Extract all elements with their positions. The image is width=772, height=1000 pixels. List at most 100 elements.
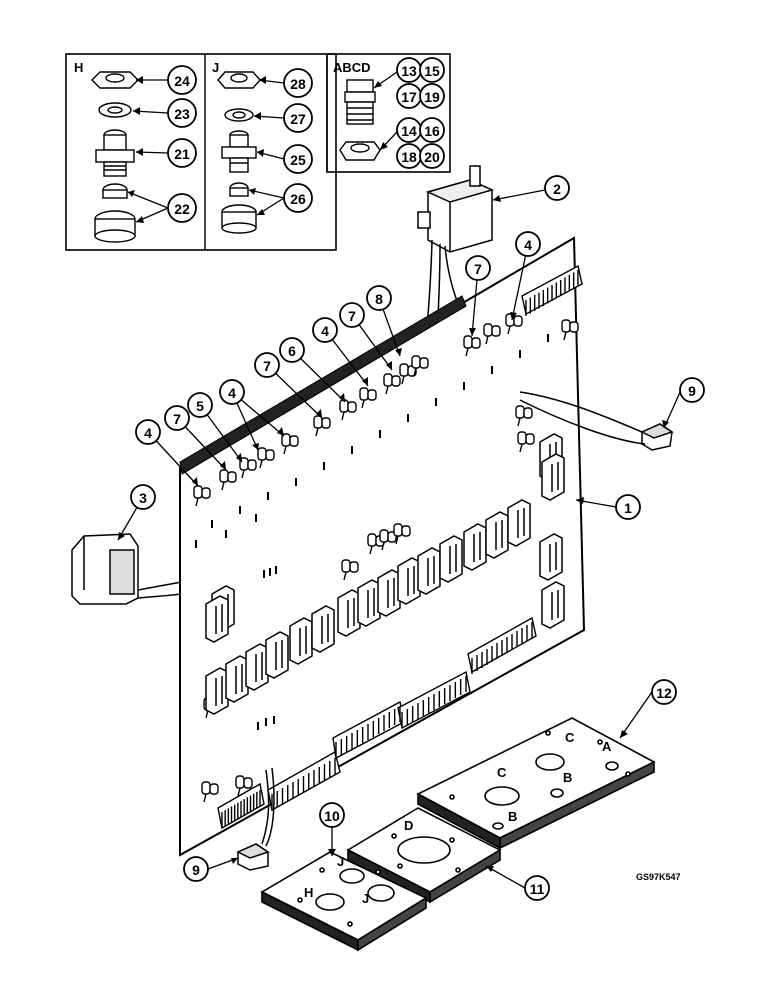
clip-part-lower [236, 767, 275, 871]
callout-c15: 15 [419, 57, 445, 83]
fuse-holder [377, 569, 401, 617]
callout-c10: 10 [319, 802, 345, 828]
callout-number: 15 [424, 63, 440, 79]
callout-number: 26 [290, 191, 306, 207]
panel-abcd-label: ABCD [333, 60, 371, 75]
hole-label-d: D [404, 818, 413, 833]
fuse-holder [397, 557, 421, 605]
callout-number: 4 [524, 237, 532, 253]
callout-c9a: 9 [679, 377, 705, 403]
callout-c28: 28 [283, 68, 313, 98]
callout-number: 24 [174, 73, 190, 89]
hole-label-a: A [602, 739, 612, 754]
fuse-holder [507, 499, 531, 547]
terminal-strip-pins [221, 270, 579, 828]
plate-hole-labels: A B B C C D J J H [304, 730, 612, 906]
fuse-holder [225, 655, 249, 703]
diode [257, 447, 275, 469]
callout-c22: 22 [167, 193, 197, 223]
callout-number: 17 [401, 89, 417, 105]
callout-c13: 13 [396, 57, 422, 83]
callout-number: 25 [290, 152, 306, 168]
callout-c1: 1 [615, 494, 641, 520]
callout-number: 7 [263, 358, 271, 374]
callout-number: 19 [424, 89, 440, 105]
callout-number: 27 [290, 111, 306, 127]
fuse-holder [463, 523, 487, 571]
callout-c7d: 7 [164, 405, 190, 431]
fuse-holder [337, 589, 361, 637]
callout-c17: 17 [396, 83, 422, 109]
callout-number: 11 [530, 881, 545, 897]
callout-c8: 8 [366, 285, 392, 311]
fuse-holder [311, 605, 335, 653]
callout-number: 5 [196, 398, 204, 414]
hole-label-b-upper: B [563, 770, 572, 785]
callout-c21: 21 [167, 138, 197, 168]
callout-c4b: 4 [312, 317, 338, 343]
callout-c7a: 7 [465, 255, 491, 281]
diode [201, 781, 219, 803]
callout-number: 1 [624, 500, 632, 516]
callout-c5: 5 [187, 392, 213, 418]
callout-c11: 11 [524, 875, 550, 901]
diode [193, 485, 211, 507]
gasket-plate-12 [416, 717, 656, 850]
diode-components [193, 313, 579, 803]
callout-c26: 26 [283, 183, 313, 213]
fuse-holder [485, 511, 509, 559]
fuse-holder [289, 617, 313, 665]
callout-c24: 24 [167, 65, 197, 95]
diode [561, 319, 579, 341]
callout-number: 4 [228, 385, 236, 401]
callout-number: 14 [401, 123, 417, 139]
j-fitting-parts [217, 71, 261, 234]
callout-c27: 27 [283, 103, 313, 133]
fuse-holder [539, 533, 563, 581]
drawing-code: GS97K547 [636, 872, 681, 882]
callout-c14: 14 [396, 117, 422, 143]
callout-c6: 6 [279, 337, 305, 363]
callout-number: 9 [192, 862, 200, 878]
diode [235, 775, 253, 797]
callout-c7b: 7 [339, 302, 365, 328]
callout-number: 12 [656, 685, 672, 701]
callout-number: 21 [174, 146, 190, 162]
fuse-holders [205, 433, 565, 715]
callout-c7c: 7 [254, 352, 280, 378]
callout-number: 3 [139, 490, 147, 506]
fuse-holder [439, 535, 463, 583]
inset-box: H J ABCD [65, 53, 451, 251]
diode [281, 433, 299, 455]
callout-c12: 12 [651, 679, 677, 705]
callout-number: 4 [144, 425, 152, 441]
callout-c4a: 4 [515, 231, 541, 257]
callout-number: 8 [375, 291, 383, 307]
abcd-fitting-parts [339, 79, 381, 161]
callout-c20: 20 [419, 143, 445, 169]
diode [219, 469, 237, 491]
diode [341, 559, 359, 581]
diode [411, 355, 429, 377]
h-fitting-parts [91, 71, 139, 243]
hole-label-b-lower: B [508, 809, 517, 824]
callout-number: 20 [424, 149, 440, 165]
callout-c19: 19 [419, 83, 445, 109]
hole-label-c-lower: C [497, 765, 507, 780]
callout-number: 7 [474, 261, 482, 277]
callout-number: 18 [401, 149, 417, 165]
callout-number: 13 [401, 63, 417, 79]
callout-number: 22 [174, 201, 190, 217]
gasket-plate-11 [346, 807, 502, 904]
callout-number: 10 [324, 808, 340, 824]
diode [399, 363, 417, 385]
callout-number: 28 [290, 76, 306, 92]
callout-number: 9 [688, 383, 696, 399]
callout-number: 7 [173, 411, 181, 427]
diode [313, 415, 331, 437]
fuse-holder [417, 547, 441, 595]
fuse-holder [541, 453, 565, 501]
fuse-holder [541, 581, 565, 629]
callout-c23: 23 [167, 98, 197, 128]
